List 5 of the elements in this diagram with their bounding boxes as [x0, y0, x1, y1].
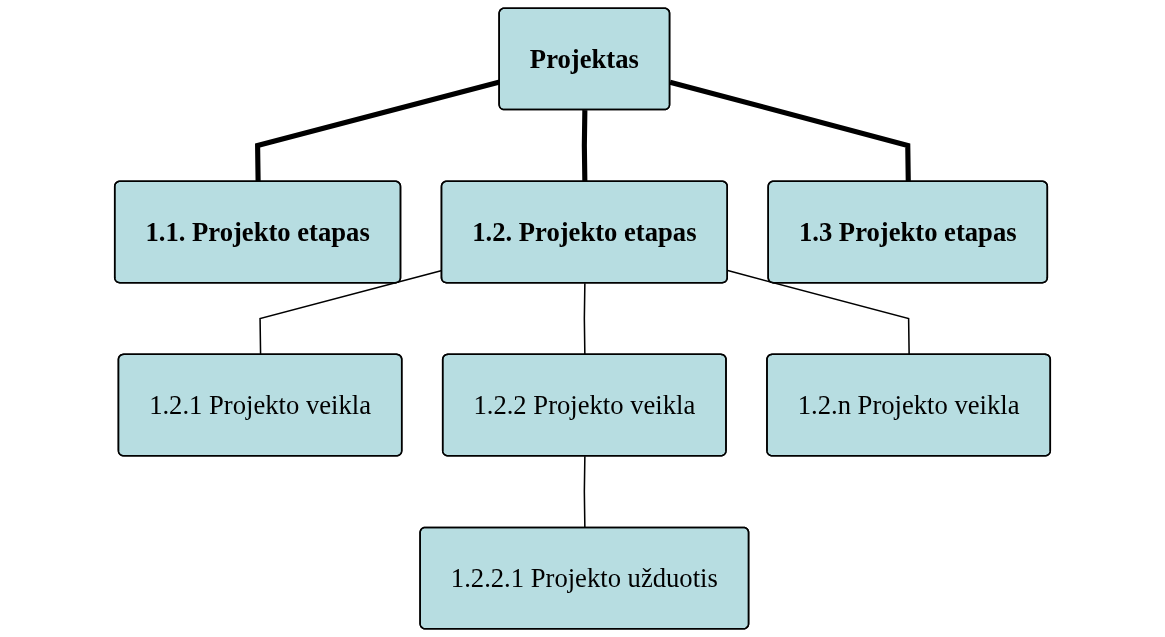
connector	[583, 282, 586, 356]
connector	[583, 455, 586, 529]
connector	[669, 79, 911, 182]
connector	[581, 110, 588, 182]
connector	[727, 269, 910, 356]
